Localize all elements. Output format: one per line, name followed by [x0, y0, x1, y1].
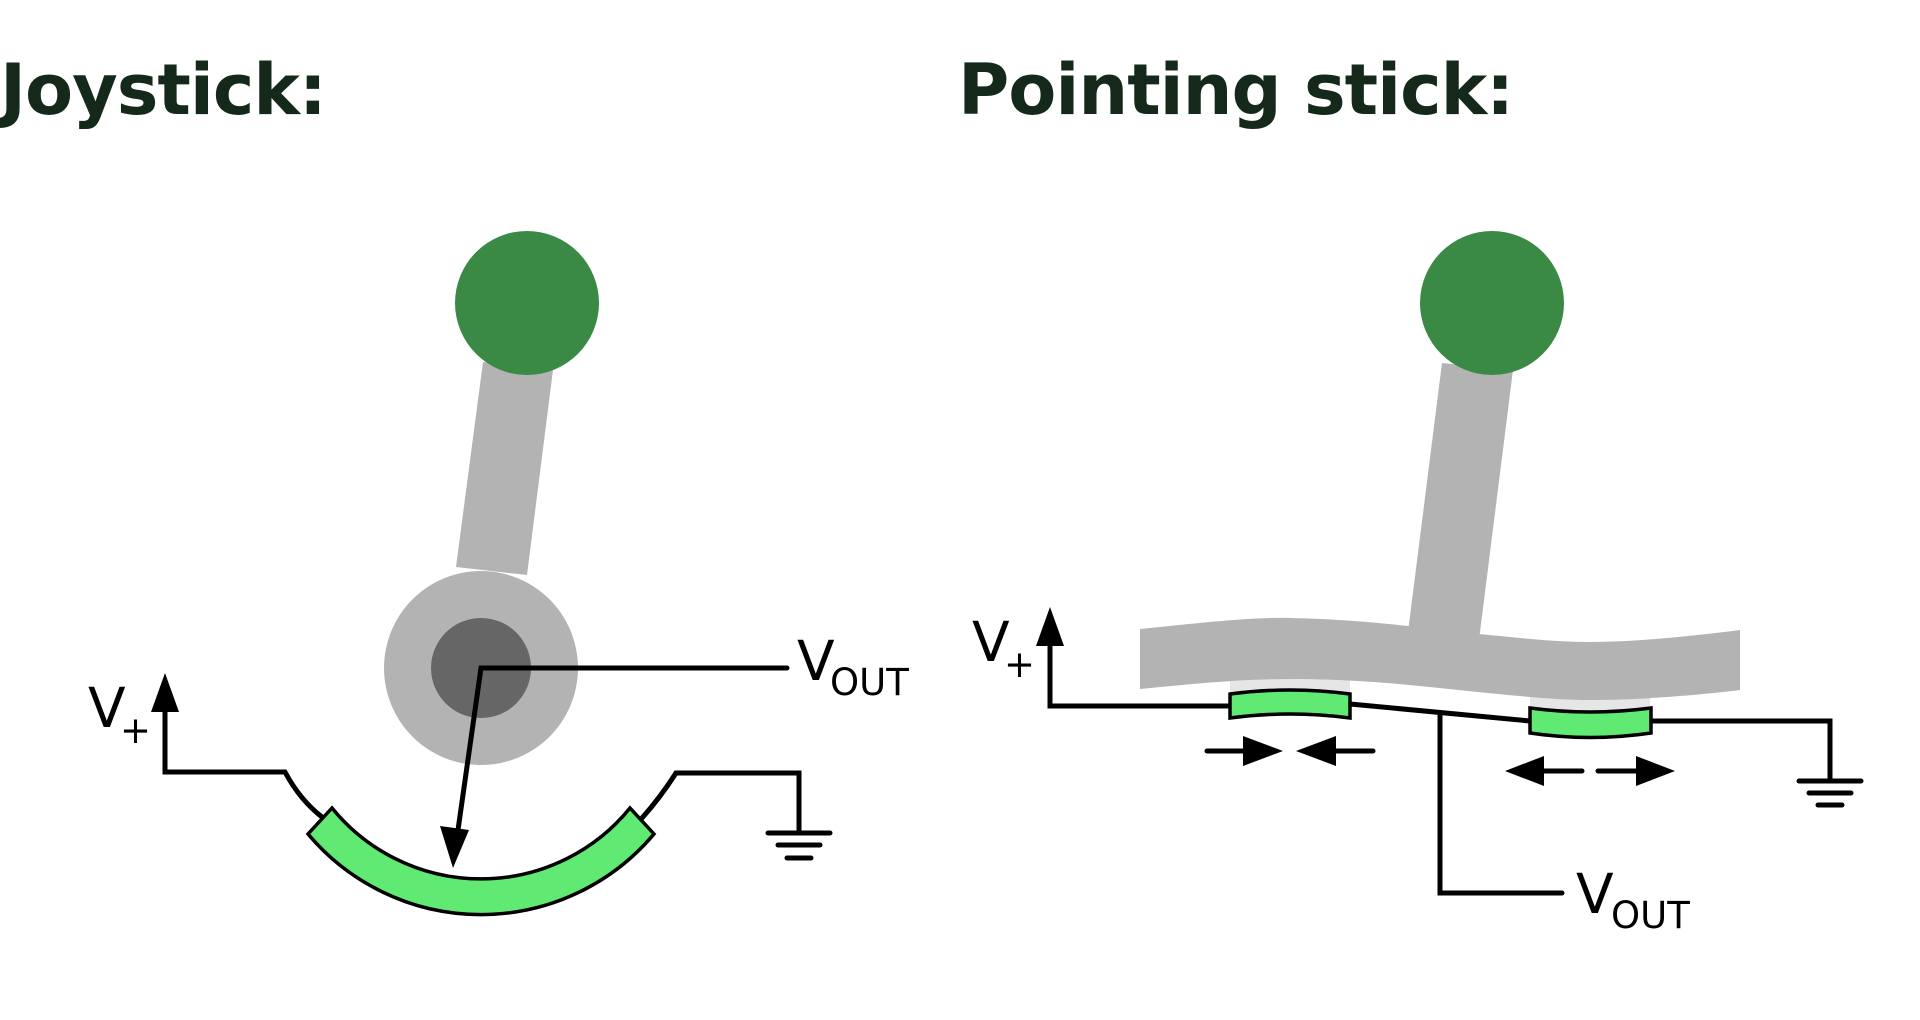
joystick-title: Joystick: [0, 49, 327, 131]
joystick-resistive-track [305, 805, 657, 917]
pointing-supply-label: V [972, 610, 1010, 674]
joystick-output-sub: OUT [830, 661, 909, 704]
pointing-stick-knob [1420, 231, 1564, 375]
joystick-supply-wire [162, 702, 325, 820]
pointing-stick-shaft [1408, 363, 1513, 640]
pointing-output-sub: OUT [1611, 894, 1690, 937]
tension-arrows-icon [1505, 756, 1675, 786]
compression-arrows-icon [1204, 736, 1376, 766]
joystick-ground-wire [639, 770, 802, 836]
pointing-ground-wire [1648, 718, 1833, 784]
joystick-supply-arrow-icon [151, 673, 179, 712]
joystick-supply-sub: + [120, 709, 151, 752]
pointing-supply-arrow-icon [1036, 607, 1064, 646]
pointing-supply-wire [1047, 637, 1233, 709]
joystick-output-wire [455, 665, 790, 833]
pointing-stick-diagram: V + V OUT [972, 231, 1864, 937]
joystick-ground-icon [765, 830, 833, 861]
joystick-wiper-arrow-icon [440, 826, 469, 868]
pointing-ground-icon [1796, 778, 1864, 808]
pointing-stick-title: Pointing stick: [958, 49, 1514, 131]
joystick-output-label: V [797, 629, 835, 693]
pointing-output-label: V [1576, 862, 1614, 926]
joystick-supply-label: V [88, 676, 126, 740]
left-strain-gauge [1228, 688, 1352, 720]
pointing-supply-sub: + [1004, 643, 1035, 686]
joystick-knob [455, 231, 599, 375]
joystick-diagram: V + V OUT [88, 231, 909, 917]
pointing-stick-base [1140, 617, 1740, 700]
pointing-output-wire [1437, 711, 1565, 896]
joystick-lever [456, 362, 553, 575]
right-strain-gauge [1528, 706, 1653, 740]
